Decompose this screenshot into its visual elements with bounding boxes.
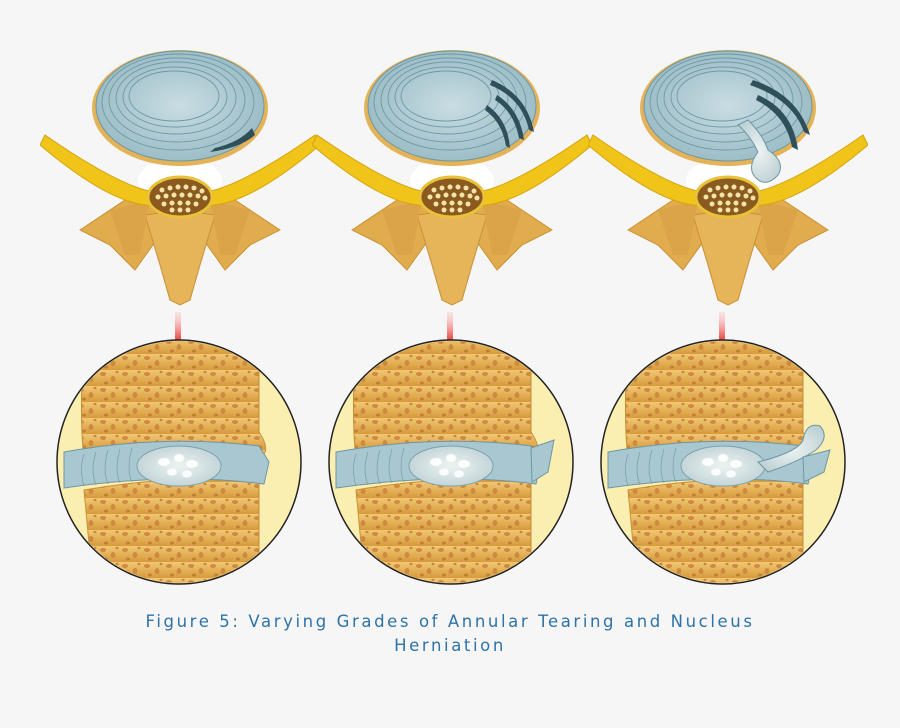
disc-sagittal-grade-1: [54, 322, 304, 602]
vertebra-axial-grade-2: [312, 40, 592, 310]
caption-line-2: Herniation: [394, 636, 506, 655]
vertebra-axial-grade-3: [588, 40, 868, 310]
figure-caption: Figure 5: Varying Grades of Annular Tear…: [0, 610, 900, 658]
disc-sagittal-grade-2: [326, 322, 576, 602]
vertebra-axial-grade-1: [40, 40, 320, 310]
caption-line-1: Figure 5: Varying Grades of Annular Tear…: [145, 612, 755, 631]
disc-sagittal-grade-3: [598, 322, 848, 602]
